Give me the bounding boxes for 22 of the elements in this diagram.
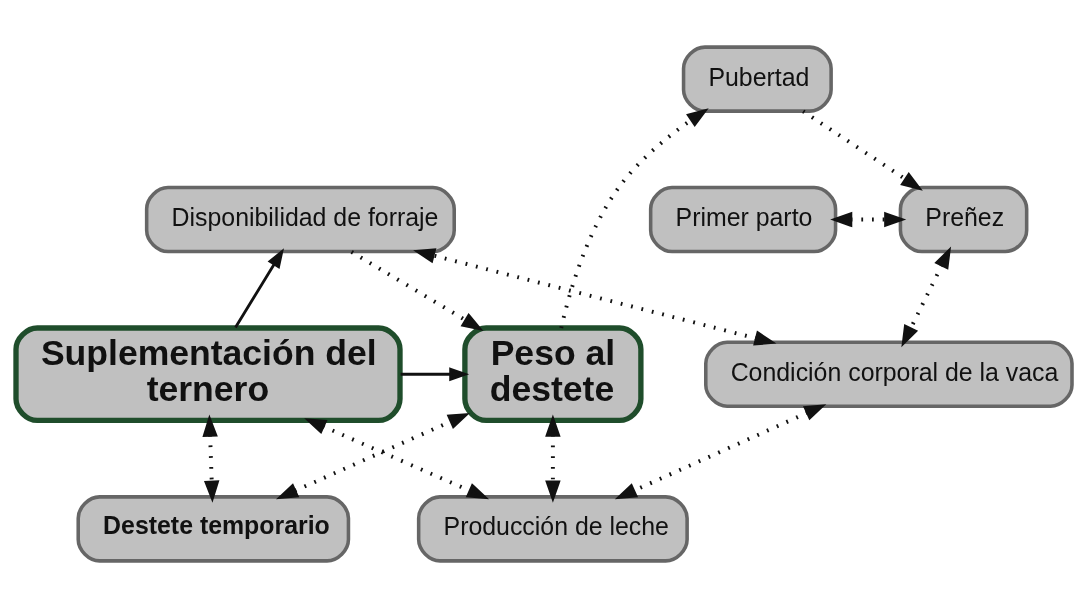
arrow xyxy=(276,412,470,500)
arrow xyxy=(400,367,470,382)
node-box: Primer parto xyxy=(648,185,838,254)
node-box: Condición corporal de la vaca xyxy=(704,340,1074,408)
arrow xyxy=(830,211,907,228)
arrow xyxy=(545,414,561,503)
arrow xyxy=(559,108,709,329)
node-box: Peso al destete xyxy=(462,325,644,424)
node-box: Producción de leche xyxy=(416,495,689,563)
arrow xyxy=(614,404,827,500)
node-box: Disponibilidad de forraje xyxy=(144,185,456,254)
arrow xyxy=(901,246,952,348)
arrow xyxy=(350,250,484,331)
arrow xyxy=(802,109,923,191)
node-box: Destete temporario xyxy=(76,495,351,563)
arrow xyxy=(234,248,284,329)
arrow xyxy=(202,414,220,503)
arrow xyxy=(413,248,777,346)
node-box: Pubertad xyxy=(681,45,833,113)
arrow xyxy=(304,418,490,500)
node-box: Suplementación del ternero xyxy=(13,325,403,424)
node-box: Preñez xyxy=(898,185,1029,254)
